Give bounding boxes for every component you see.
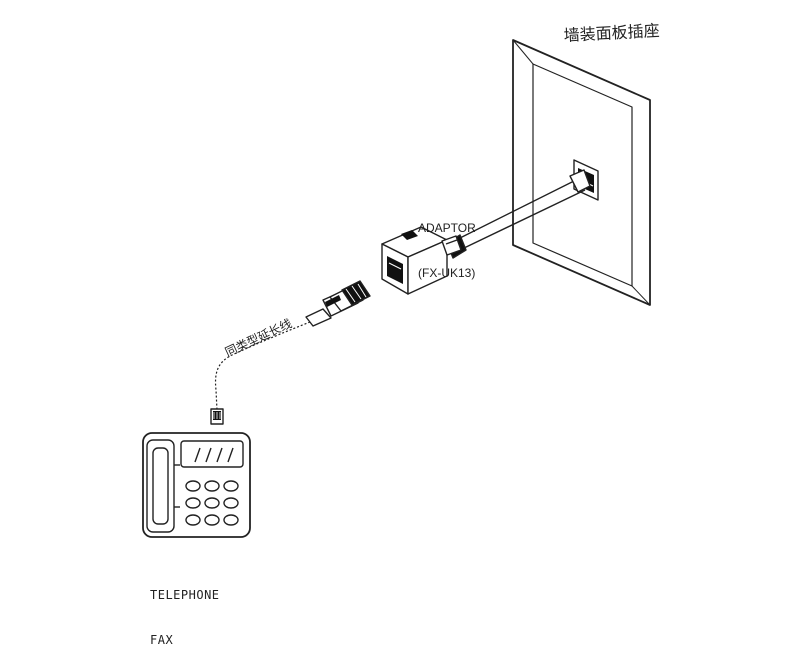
adaptor-cable	[459, 169, 591, 250]
adaptor-label-line1: ADAPTOR	[418, 221, 476, 235]
wall-plate-label: 墙装面板插座	[563, 20, 661, 45]
device-label: TELEPHONE FAX	[150, 558, 220, 663]
rj11-plug-icon	[305, 280, 371, 327]
phone-plug-icon	[210, 408, 224, 425]
adaptor-icon	[381, 226, 467, 295]
telephone-icon	[142, 432, 251, 538]
extension-cable-line	[214, 321, 311, 411]
device-label-line1: TELEPHONE	[150, 588, 220, 602]
adaptor-label-line2: (FX-UK13)	[418, 266, 476, 280]
adaptor-label: ADAPTOR (FX-UK13)	[418, 191, 476, 296]
connection-diagram	[142, 39, 651, 538]
device-label-line2: FAX	[150, 633, 174, 647]
